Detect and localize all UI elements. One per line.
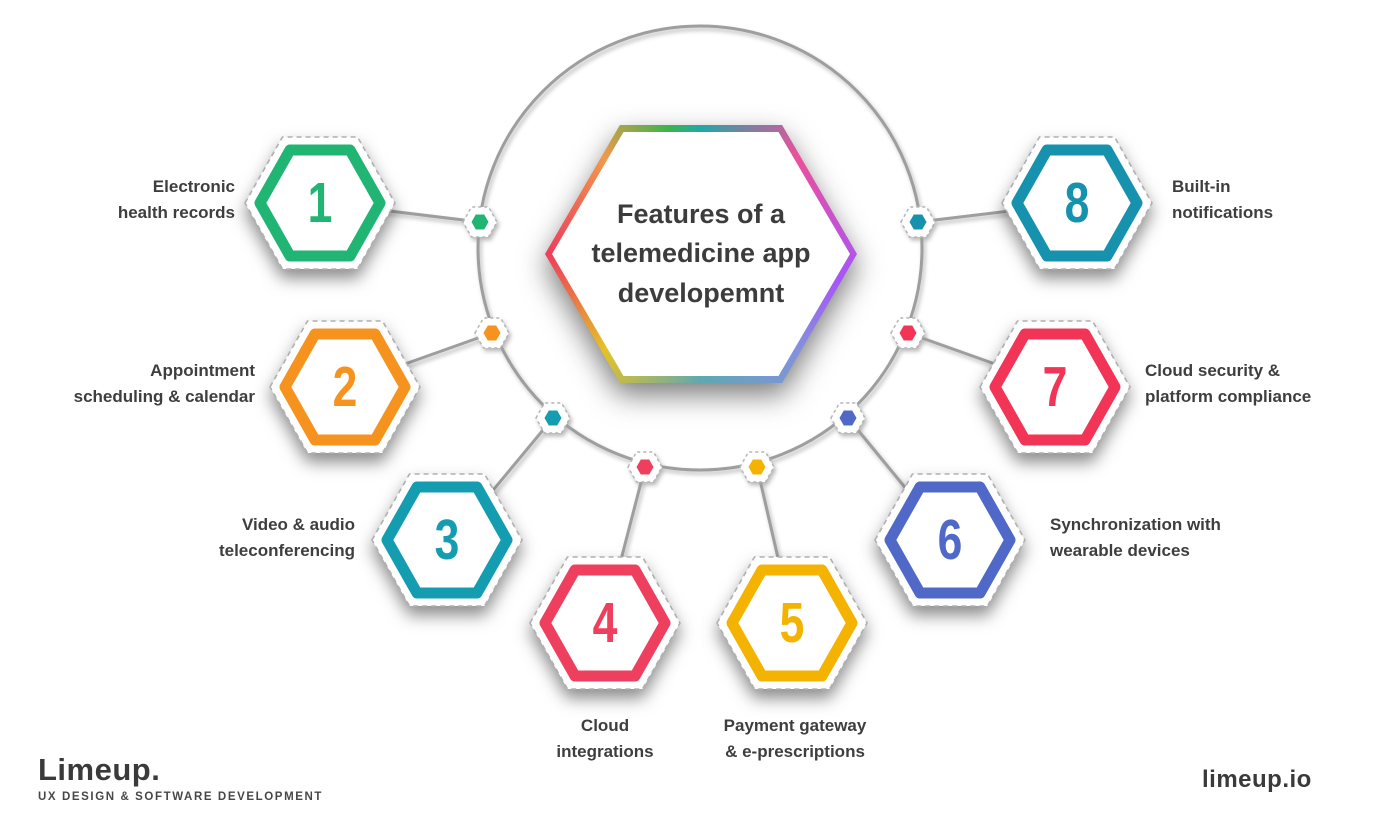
feature-hexagon-3-ring — [381, 481, 513, 599]
feature-hexagon-6-ring — [884, 481, 1016, 599]
company-logo-tagline: UX DESIGN & SOFTWARE DEVELOPMENT — [38, 791, 324, 803]
feature-hexagon-3: 3 — [371, 473, 523, 607]
feature-label-7-line-1: Cloud security & — [1145, 361, 1281, 380]
website-url: limeup.io — [1202, 766, 1312, 793]
diagram-title: Features of a telemedicine app developem… — [545, 125, 857, 383]
node-2-dot — [483, 325, 501, 341]
feature-label-6-line-1: Synchronization with — [1050, 515, 1221, 534]
feature-label-7: Cloud security & platform compliance — [1145, 358, 1395, 411]
feature-label-3-line-2: teleconferencing — [218, 541, 355, 561]
node-8-dot — [909, 214, 927, 230]
company-logo: Limeup. UX DESIGN & SOFTWARE DEVELOPMENT — [38, 752, 323, 803]
feature-number-3: 3 — [435, 508, 460, 572]
feature-number-5: 5 — [780, 591, 805, 655]
feature-label-2-line-1: Appointment — [150, 361, 255, 380]
feature-label-2-line-2: scheduling & calendar — [73, 387, 255, 407]
feature-label-5: Payment gateway & e-prescriptions — [695, 713, 895, 766]
feature-number-8: 8 — [1065, 171, 1090, 235]
feature-label-6-line-2: wearable devices — [1050, 541, 1190, 561]
feature-hexagon-7-ring — [989, 328, 1121, 446]
node-1-dot — [471, 214, 489, 230]
feature-label-8-line-2: notifications — [1172, 203, 1274, 223]
connector-nodes — [462, 206, 936, 483]
feature-label-7-line-2: platform compliance — [1145, 387, 1312, 407]
diagram-title-line-1: Features of a — [616, 199, 786, 230]
node-5 — [739, 451, 775, 483]
feature-label-4-line-1: Cloud — [580, 716, 630, 735]
feature-hexagon-1: 1 — [244, 136, 396, 270]
feature-label-6: Synchronization with wearable devices — [1050, 512, 1290, 565]
feature-number-2: 2 — [333, 355, 358, 419]
feature-label-4: Cloud integrations — [505, 713, 705, 766]
feature-label-1-line-2: health records — [117, 203, 235, 223]
diagram-title-line-3: developemnt — [617, 277, 785, 308]
feature-number-6: 6 — [938, 508, 963, 572]
feature-hexagon-6: 6 — [874, 473, 1026, 607]
feature-label-8: Built-in notifications — [1172, 174, 1392, 227]
feature-label-2: Appointment scheduling & calendar — [25, 358, 255, 411]
node-8 — [900, 206, 936, 238]
node-1 — [462, 206, 498, 238]
feature-hexagon-5-ring — [726, 564, 858, 682]
feature-label-1: Electronic health records — [20, 174, 235, 227]
feature-label-5-line-1: Payment gateway — [723, 716, 867, 735]
node-6 — [830, 402, 866, 434]
feature-hexagon-2: 2 — [269, 320, 421, 454]
connector-circle — [476, 24, 924, 472]
center-hexagon: Features of a telemedicine app developem… — [545, 125, 857, 383]
feature-hexagon-1-ring — [254, 144, 386, 262]
feature-hexagon-8-ring — [1011, 144, 1143, 262]
feature-label-8-line-1: Built-in — [1172, 177, 1231, 196]
feature-hexagon-2-ring — [279, 328, 411, 446]
node-7-dot — [899, 325, 917, 341]
feature-label-4-line-2: integrations — [556, 742, 654, 762]
feature-hexagon-5: 5 — [716, 556, 868, 690]
node-3 — [535, 402, 571, 434]
feature-hexagon-7: 7 — [979, 320, 1131, 454]
node-2 — [474, 317, 510, 349]
node-4 — [627, 451, 663, 483]
node-6-dot — [839, 410, 857, 426]
feature-hexagon-4: 4 — [529, 556, 681, 690]
feature-hexagon-8: 8 — [1001, 136, 1153, 270]
company-logo-text: Limeup. — [38, 752, 161, 787]
node-4-dot — [636, 459, 654, 475]
center-hexagon-fill — [552, 132, 850, 376]
node-5-dot — [748, 459, 766, 475]
feature-number-4: 4 — [593, 591, 618, 655]
node-3-dot — [544, 410, 562, 426]
feature-label-3: Video & audio teleconferencing — [125, 512, 355, 565]
diagram-title-line-2: telemedicine app — [591, 238, 811, 269]
feature-label-3-line-1: Video & audio — [241, 515, 355, 534]
feature-label-1-line-1: Electronic — [152, 177, 235, 196]
feature-hexagon-4-ring — [539, 564, 671, 682]
feature-number-1: 1 — [308, 171, 333, 235]
node-7 — [890, 317, 926, 349]
feature-label-5-line-2: & e-prescriptions — [725, 742, 865, 762]
feature-number-7: 7 — [1043, 355, 1068, 419]
